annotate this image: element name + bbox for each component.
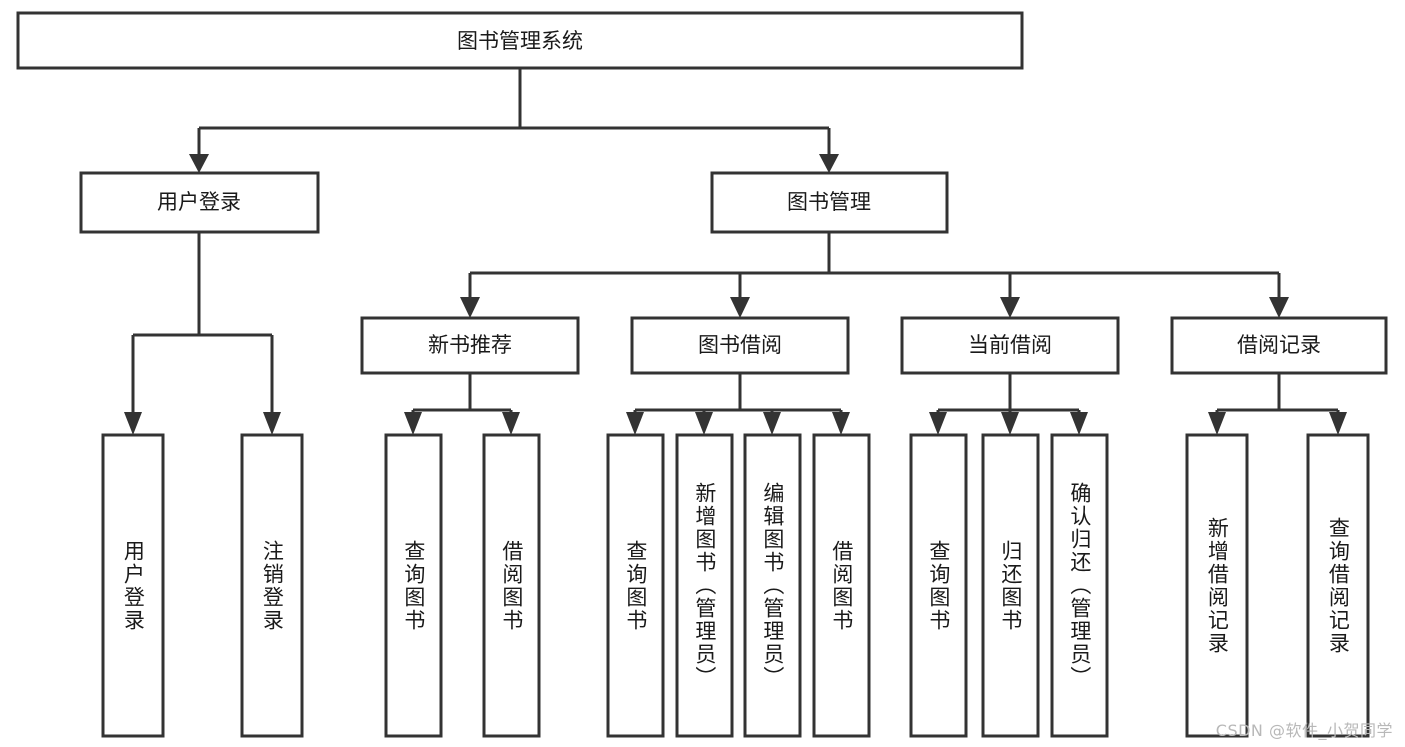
arrow-head-leaf-rec-borrow-book	[502, 412, 520, 435]
leaf-box-group	[101, 433, 1370, 738]
leaf-rec-borrow-book-box[interactable]	[482, 433, 541, 738]
node-new-book-rec[interactable]: 新书推荐	[360, 316, 580, 375]
leaf-br-add-record-box[interactable]	[1185, 433, 1249, 738]
arrow-head-current-borrow	[1000, 297, 1020, 318]
arrow-head-leaf-bb-borrow-book	[832, 412, 850, 435]
leaf-bb-add-book-box[interactable]	[675, 433, 734, 738]
node-root[interactable]: 图书管理系统	[16, 11, 1024, 70]
arrow-head-leaf-cb-return-book	[1001, 412, 1019, 435]
node-new-book-rec-label: 新书推荐	[428, 333, 512, 357]
arrow-head-user-login	[189, 154, 209, 173]
arrow-head-leaf-br-query-record	[1329, 412, 1347, 435]
leaf-rec-query-book-box[interactable]	[384, 433, 443, 738]
node-book-manage[interactable]: 图书管理	[710, 171, 949, 234]
arrow-head-leaf-cb-confirm-return	[1070, 412, 1088, 435]
node-book-manage-label: 图书管理	[787, 190, 871, 214]
arrow-head-leaf-cb-query-book	[929, 412, 947, 435]
node-user-login[interactable]: 用户登录	[79, 171, 320, 234]
node-borrow-record-label: 借阅记录	[1237, 333, 1321, 357]
arrow-head-leaf-br-add-record	[1208, 412, 1226, 435]
leaf-cb-confirm-return-box[interactable]	[1050, 433, 1109, 738]
node-new-book-rec-box[interactable]	[360, 316, 580, 375]
arrow-head-leaf-bb-edit-book	[763, 412, 781, 435]
connector-group-borrow-record	[1208, 373, 1347, 435]
arrow-head-book-manage	[819, 154, 839, 173]
arrow-head-new-book-rec	[460, 297, 480, 318]
arrow-head-leaf-bb-query-book	[626, 412, 644, 435]
leaf-br-query-record-box[interactable]	[1306, 433, 1370, 738]
leaf-cb-return-book-box[interactable]	[981, 433, 1040, 738]
node-book-borrow-label: 图书借阅	[698, 333, 782, 357]
node-current-borrow[interactable]: 当前借阅	[900, 316, 1120, 375]
leaf-bb-borrow-book-box[interactable]	[812, 433, 871, 738]
arrow-head-leaf-logout	[263, 412, 281, 435]
node-book-borrow[interactable]: 图书借阅	[630, 316, 850, 375]
connector-group-root	[189, 68, 839, 173]
node-borrow-record[interactable]: 借阅记录	[1170, 316, 1388, 375]
arrow-head-leaf-rec-query-book	[404, 412, 422, 435]
connector-group-new-book-rec	[404, 373, 520, 435]
node-book-manage-box[interactable]	[710, 171, 949, 234]
node-borrow-record-box[interactable]	[1170, 316, 1388, 375]
leaf-bb-edit-book-box[interactable]	[743, 433, 802, 738]
connector-group-current-borrow	[929, 373, 1088, 435]
node-root-box[interactable]	[16, 11, 1024, 70]
node-current-borrow-box[interactable]	[900, 316, 1120, 375]
node-user-login-label: 用户登录	[157, 190, 241, 214]
arrow-head-leaf-bb-add-book	[695, 412, 713, 435]
leaf-bb-query-book-box[interactable]	[606, 433, 665, 738]
node-book-borrow-box[interactable]	[630, 316, 850, 375]
node-current-borrow-label: 当前借阅	[968, 333, 1052, 357]
watermark-text: CSDN @软件_小贺同学	[1215, 721, 1393, 740]
leaf-cb-query-book-box[interactable]	[909, 433, 968, 738]
node-user-login-box[interactable]	[79, 171, 320, 234]
node-root-label: 图书管理系统	[457, 29, 583, 53]
connector-group-book-borrow	[626, 373, 850, 435]
leaf-logout-box[interactable]	[240, 433, 304, 738]
arrow-head-leaf-user-login	[124, 412, 142, 435]
arrow-head-book-borrow	[730, 297, 750, 318]
arrow-head-borrow-record	[1269, 297, 1289, 318]
leaf-user-login-box[interactable]	[101, 433, 165, 738]
connector-group-user-login	[124, 232, 281, 435]
connector-group-book-manage	[460, 232, 1289, 318]
